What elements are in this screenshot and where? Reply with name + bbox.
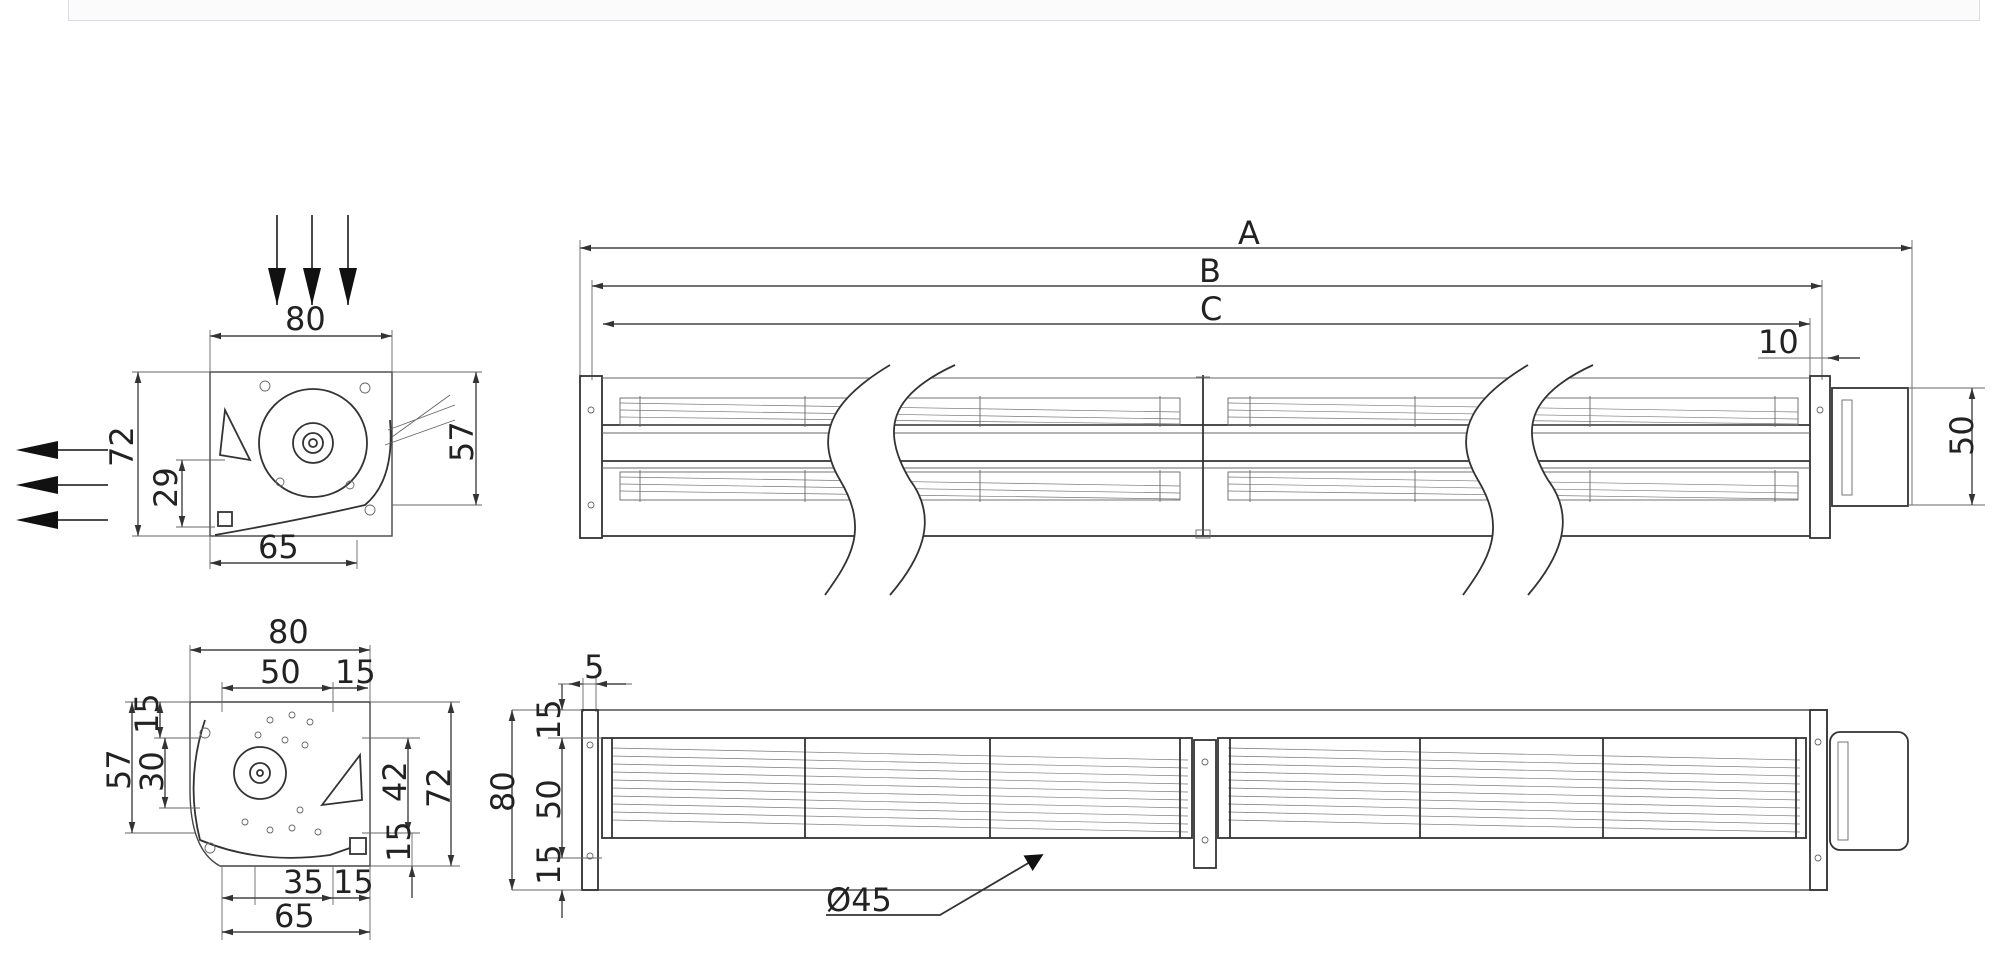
top-left-end-view: 80 72 29 57 65 <box>16 215 482 569</box>
dim-bottom-left-left-mid: 30 <box>133 751 171 792</box>
dim-top-left-height-outer: 72 <box>103 426 141 467</box>
dim-bottom-left-left-top: 15 <box>128 693 166 734</box>
dim-C: C <box>1200 290 1222 328</box>
dim-top-left-width: 80 <box>285 300 326 338</box>
dim-B: B <box>1199 252 1221 290</box>
dim-side-top: 15 <box>530 699 568 740</box>
dim-bottom-left-bottom-a: 35 <box>283 863 324 901</box>
top-long-view: A B C 10 50 <box>579 214 1985 596</box>
dim-bottom-left-right-bottom: 15 <box>380 821 418 862</box>
airflow-down-arrows <box>268 215 357 305</box>
dim-side-total: 80 <box>484 771 522 812</box>
dim-top-left-height-inner: 29 <box>147 467 185 508</box>
dim-ten: 10 <box>1758 323 1799 361</box>
dim-bottom-left-right-inner: 42 <box>376 761 414 802</box>
dim-bottom-left-left-total: 57 <box>100 749 138 790</box>
dim-bottom-left-inner-right: 15 <box>335 653 376 691</box>
dim-top-left-height-right: 57 <box>443 421 481 462</box>
bottom-side-view: 5 <box>484 648 1909 919</box>
dim-motor-height: 50 <box>1943 415 1981 456</box>
dim-bottom-left-bottom-b: 15 <box>333 863 374 901</box>
dim-diameter: Ø45 <box>826 881 892 919</box>
dim-five: 5 <box>584 648 604 686</box>
dim-top-left-bottom: 65 <box>258 528 299 566</box>
airflow-left-arrows <box>16 441 108 529</box>
dim-bottom-left-inner-width: 50 <box>260 653 301 691</box>
dim-bottom-left-width: 80 <box>268 613 309 651</box>
dim-A: A <box>1238 214 1260 252</box>
bottom-left-end-view: 80 50 15 57 15 30 42 72 15 35 15 <box>100 613 460 940</box>
top-toolbar-strip <box>68 0 1980 21</box>
dim-bottom-left-right-total: 72 <box>420 767 458 808</box>
dim-side-bottom: 15 <box>530 844 568 885</box>
dim-bottom-left-bottom-total: 65 <box>274 897 315 935</box>
dim-side-middle: 50 <box>530 779 568 820</box>
